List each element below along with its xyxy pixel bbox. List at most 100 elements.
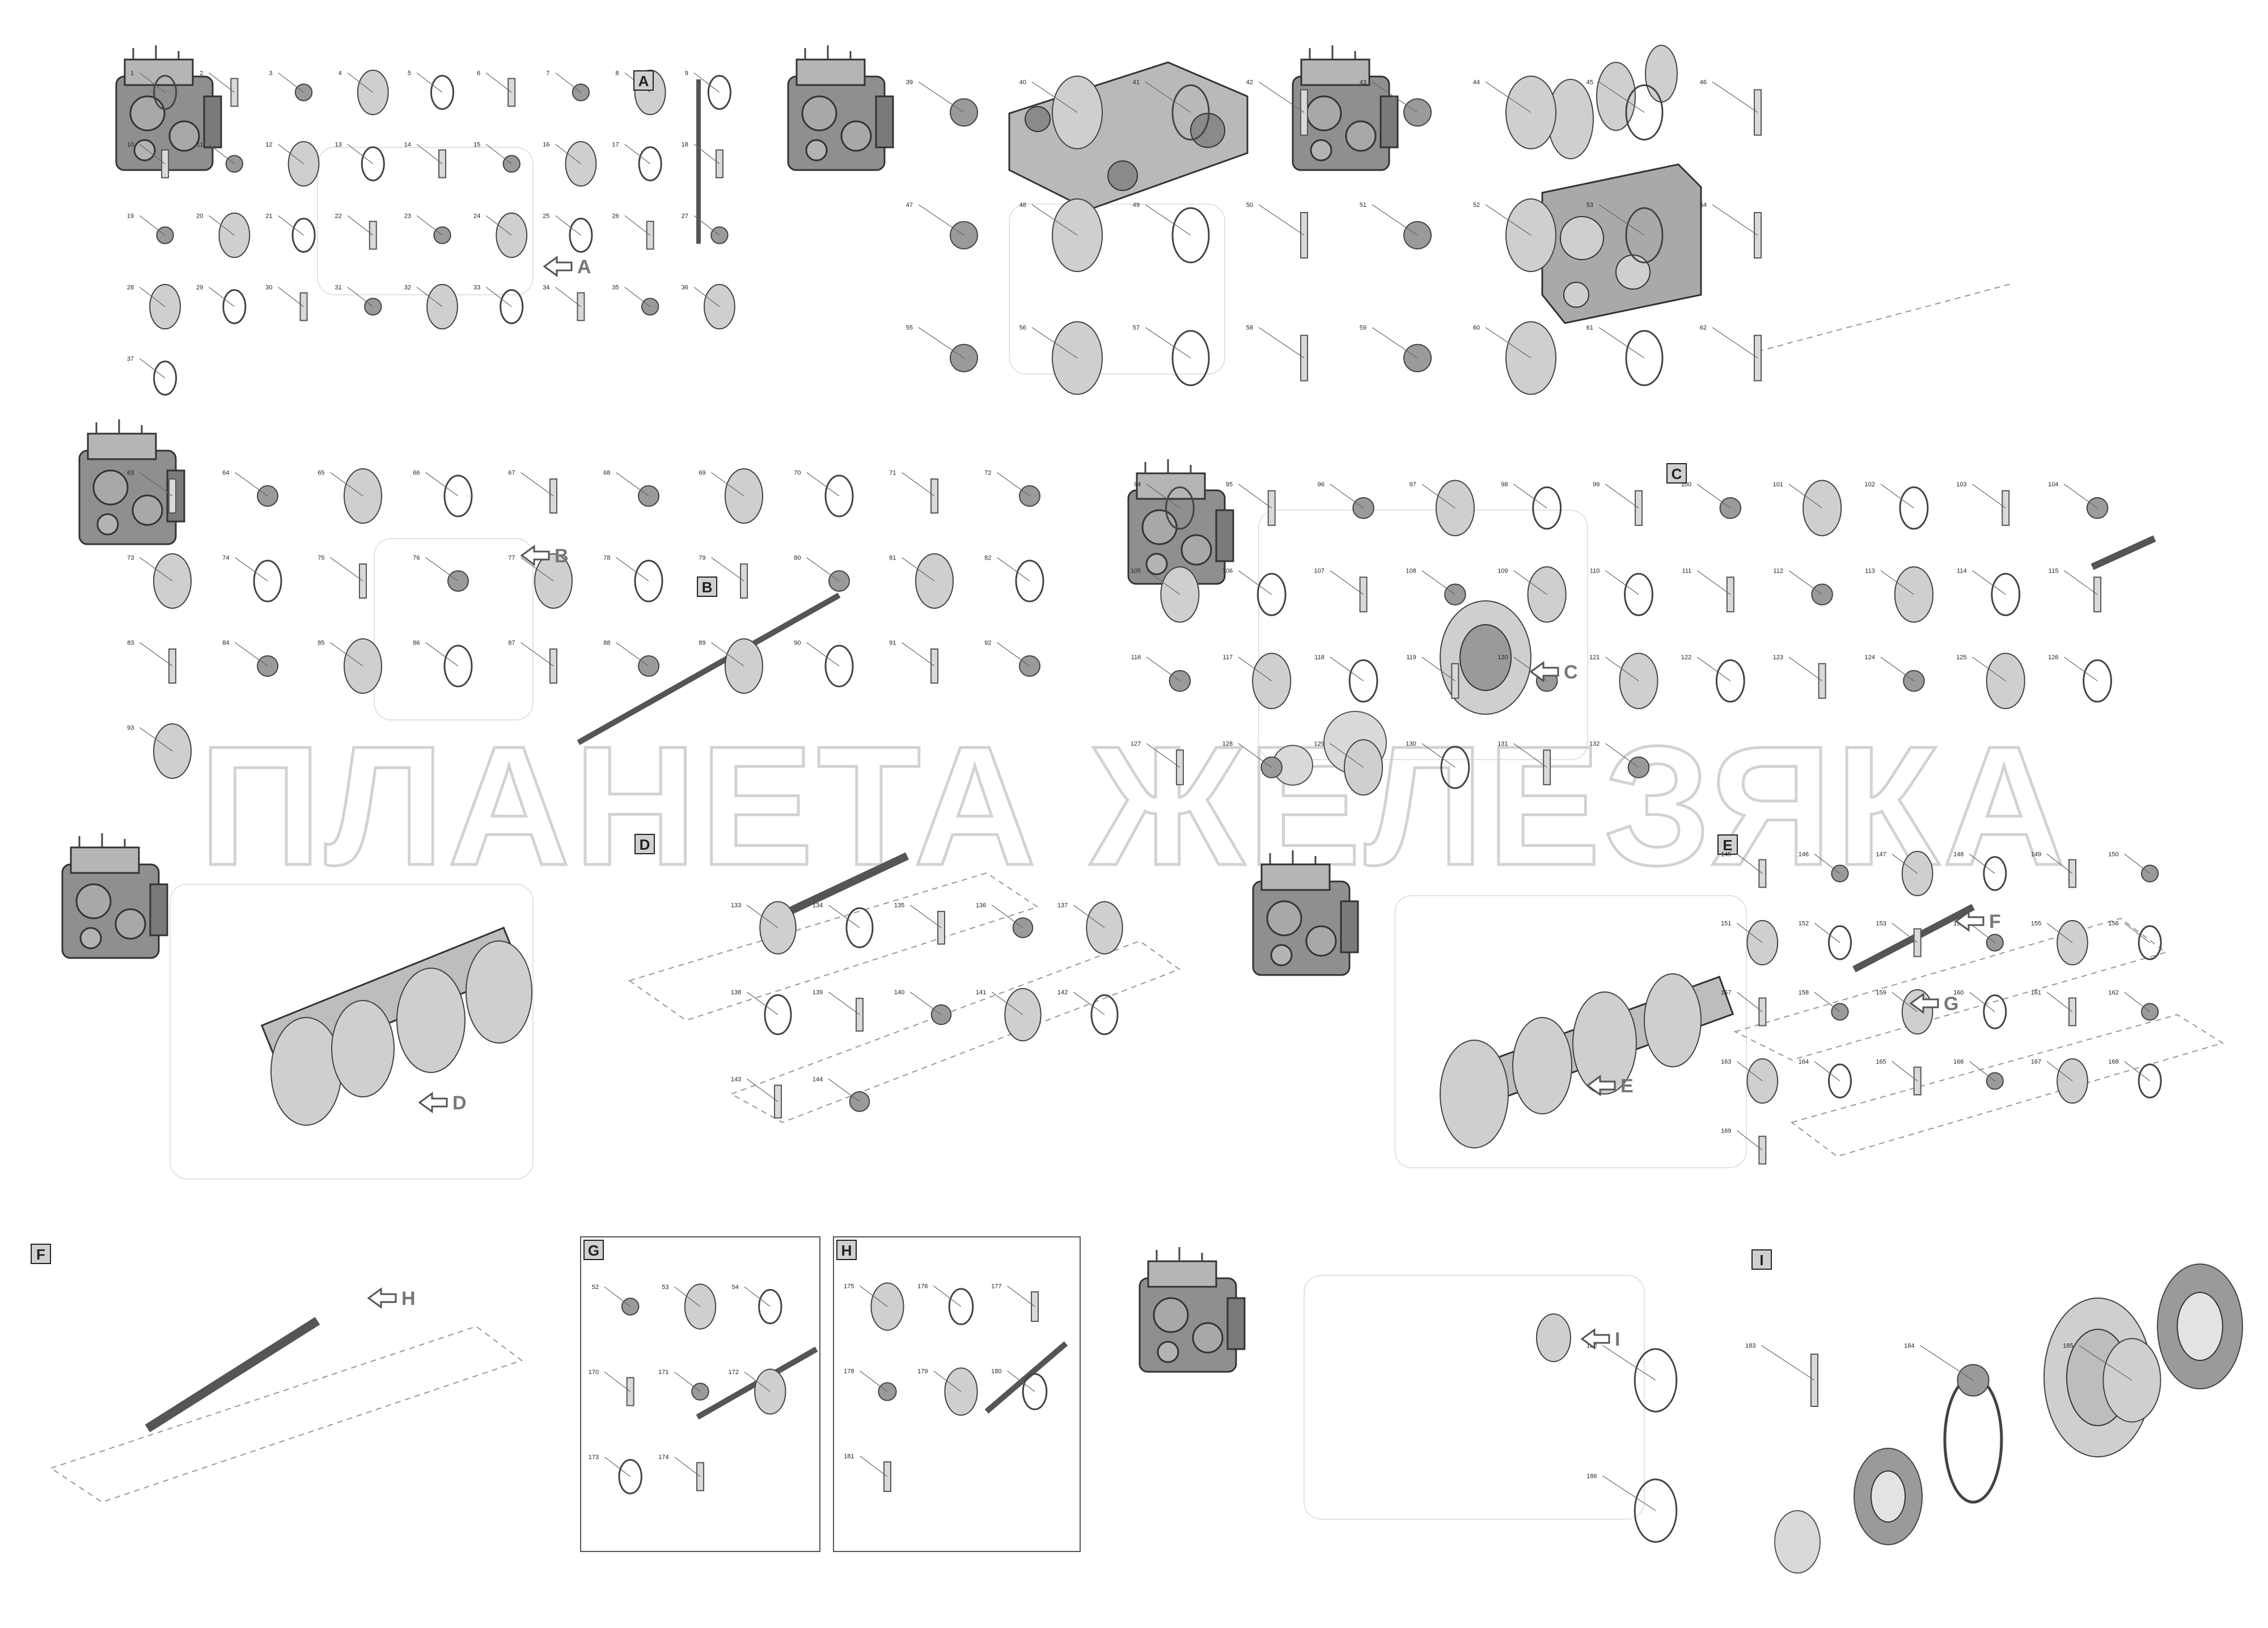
part-a-19 [156, 226, 174, 244]
part-number-label: 19 [127, 213, 134, 219]
part-leader-line [997, 557, 1030, 582]
part-number-label: 106 [1222, 568, 1233, 575]
part-number-label: 128 [1222, 741, 1233, 748]
part-leader-line [485, 143, 512, 164]
part-number-label: 94 [1134, 481, 1141, 488]
part-leader-line [828, 991, 860, 1015]
part-leader-line [746, 991, 778, 1015]
part-a-35 [641, 298, 659, 316]
part-number-label: 183 [1745, 1343, 1755, 1350]
part-number-label: 145 [1721, 851, 1731, 858]
part-number-label: 114 [1957, 568, 1967, 575]
callout-arrow-e: E [1586, 1075, 1634, 1097]
part-number-label: 171 [658, 1369, 668, 1376]
part-number-label: 129 [1314, 741, 1325, 748]
part-leader-line [1972, 656, 2006, 681]
part-number-label: 127 [1131, 741, 1141, 748]
part-leader-line [1421, 570, 1455, 595]
part-leader-line [2064, 656, 2098, 681]
part-number-label: 131 [1497, 741, 1508, 748]
part-leader-line [909, 991, 942, 1015]
part-number-label: 100 [1681, 481, 1691, 488]
part-number-label: 12 [265, 141, 272, 148]
part-c-53 [1625, 207, 1664, 264]
part-leader-line [1605, 743, 1639, 768]
svg-text:F: F [36, 1246, 45, 1263]
svg-text:D: D [452, 1092, 467, 1114]
mainshaft-assembly [1440, 973, 1734, 1148]
part-leader-line [1330, 484, 1364, 508]
part-number-label: 31 [335, 284, 342, 291]
part-c-57 [1171, 330, 1210, 387]
part-e-98 [1532, 486, 1562, 530]
svg-text:A: A [638, 73, 649, 90]
part-number-label: 149 [2031, 851, 2041, 858]
gearbox-thumbnails [61, 45, 1399, 1373]
part-number-label: 13 [335, 141, 342, 148]
part-number-label: 43 [1360, 79, 1366, 86]
part-leader-line [2064, 570, 2098, 595]
part-number-label: 53 [662, 1284, 668, 1291]
part-f-152 [1827, 925, 1852, 960]
part-e-114 [1991, 573, 2021, 616]
part-leader-line [1788, 570, 1822, 595]
part-number-label: 167 [2031, 1059, 2041, 1066]
part-leader-line [1969, 854, 1995, 874]
part-number-label: 138 [731, 989, 741, 996]
part-leader-line [902, 472, 935, 497]
part-leader-line [746, 1078, 778, 1102]
part-leader-line [711, 642, 744, 667]
part-leader-line [902, 642, 935, 667]
part-leader-line [1814, 1061, 1840, 1082]
part-leader-line [1814, 992, 1840, 1012]
part-leader-line [2046, 1061, 2073, 1082]
gearbox-thumbnail [1139, 1247, 1246, 1373]
part-leader-line [1372, 327, 1418, 359]
part-number-label: 60 [1473, 325, 1480, 332]
part-number-label: 176 [917, 1283, 928, 1290]
part-number-label: 16 [543, 141, 549, 148]
part-number-label: 169 [1721, 1128, 1731, 1135]
part-g-173 [618, 1459, 642, 1495]
part-leader-line [555, 143, 581, 164]
part-leader-line [693, 215, 720, 236]
part-number-label: 110 [1590, 568, 1600, 575]
part-number-label: 136 [976, 902, 986, 909]
part-c-45 [1625, 84, 1664, 141]
part-leader-line [139, 358, 166, 379]
part-number-label: 18 [682, 141, 688, 148]
part-number-label: 123 [1773, 654, 1783, 661]
part-number-label: 9 [685, 70, 688, 77]
part-leader-line [1602, 1345, 1656, 1381]
part-leader-line [1761, 1345, 1815, 1381]
part-leader-line [616, 642, 649, 667]
part-leader-line [616, 557, 649, 582]
part-number-label: 53 [1586, 202, 1593, 209]
part-number-label: 1 [130, 70, 134, 77]
part-number-label: 90 [794, 640, 801, 647]
callout-arrow-i: I [1580, 1328, 1620, 1350]
part-leader-line [330, 472, 363, 497]
part-a-9 [707, 75, 731, 110]
part-number-label: 165 [1876, 1059, 1886, 1066]
part-number-label: 61 [1586, 325, 1593, 332]
part-leader-line [860, 1456, 888, 1477]
part-leader-line [1421, 484, 1455, 508]
part-leader-line [1485, 327, 1531, 359]
part-number-label: 177 [991, 1283, 1001, 1290]
part-number-label: 36 [682, 284, 688, 291]
part-number-label: 25 [543, 213, 549, 219]
part-leader-line [1007, 1371, 1035, 1392]
part-e-110 [1624, 573, 1653, 616]
part-number-label: 93 [127, 725, 134, 732]
part-leader-line [1330, 743, 1364, 768]
callout-arrow-c: C [1529, 661, 1578, 683]
part-number-label: 37 [127, 355, 134, 362]
part-number-label: 161 [2031, 990, 2041, 997]
part-number-label: 74 [222, 555, 229, 562]
svg-text:E: E [1723, 837, 1732, 854]
svg-text:B: B [702, 579, 713, 596]
part-leader-line [2064, 484, 2098, 508]
part-number-label: 124 [1864, 654, 1875, 661]
